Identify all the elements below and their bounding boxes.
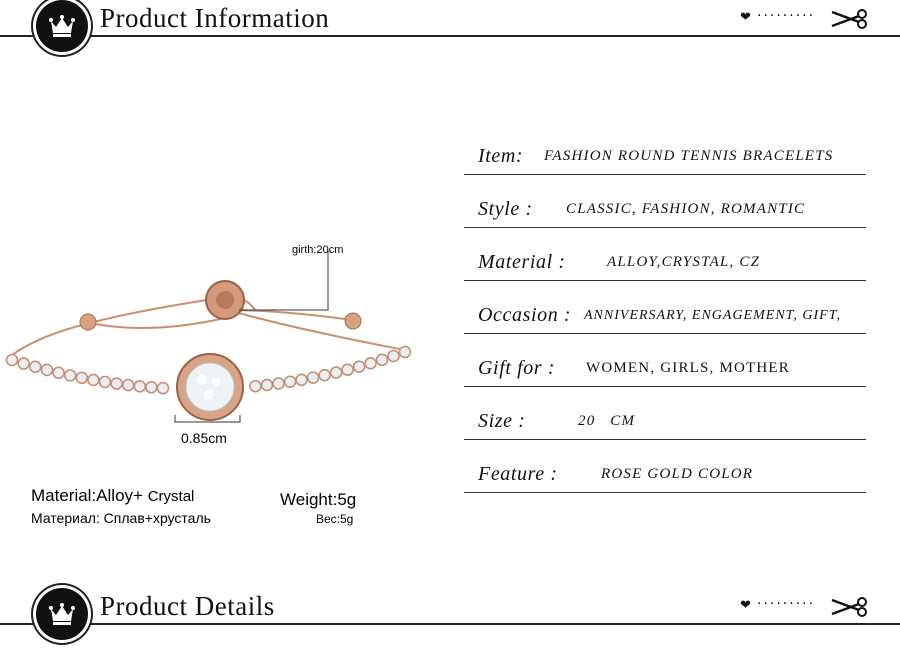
info-value: CLASSIC, FASHION, ROMANTIC: [566, 201, 806, 217]
heart-icon: ❤: [740, 598, 751, 613]
crystal-stone: [17, 357, 30, 370]
info-label: Size :: [478, 410, 526, 432]
crystal-stone: [318, 368, 331, 382]
section-title: Product Details: [100, 591, 281, 622]
crown-icon: [49, 603, 75, 625]
crystal-stone: [272, 377, 285, 390]
crystal-stone: [364, 357, 377, 370]
crystal-stone: [306, 371, 320, 384]
info-label: Material :: [478, 251, 566, 273]
info-label: Item:: [478, 145, 524, 167]
header-divider: [0, 623, 900, 625]
crystal-stone: [341, 363, 354, 377]
crystal-stone: [87, 373, 100, 387]
crystal-stone: [133, 380, 147, 393]
dotted-line: ·········: [757, 8, 816, 24]
crystal-stone: [249, 379, 262, 393]
header-product-details: Product Details ❤ ·········: [0, 588, 900, 648]
dotted-line: ·········: [757, 596, 816, 612]
crystal-stone: [75, 371, 89, 385]
crown-badge: [36, 0, 88, 52]
info-label: Feature :: [478, 463, 558, 485]
decoration: ❤ ·········: [740, 8, 870, 30]
crystal-stone: [5, 353, 19, 367]
info-value: ANNIVERSARY, ENGAGEMENT, GIFT,: [584, 308, 841, 323]
crystal-stone: [260, 378, 274, 392]
header-divider: [0, 35, 900, 37]
material-ru: Материал: Сплав+хрусталь: [31, 510, 211, 526]
scissors-icon: [831, 9, 867, 29]
crystal-stone: [98, 375, 112, 389]
info-label: Gift for :: [478, 357, 556, 379]
info-label: Occasion :: [478, 304, 572, 326]
crystal-stone: [375, 353, 389, 367]
crown-badge: [36, 588, 88, 640]
crystal-stones: [5, 345, 412, 395]
info-value: ALLOY,CRYSTAL, CZ: [607, 254, 761, 270]
info-row-item: Item: FASHION ROUND TENNIS BRACELETS: [464, 134, 866, 175]
crystal-stone: [398, 345, 412, 359]
info-value: 20 CM: [578, 413, 636, 429]
info-value: ROSE GOLD COLOR: [601, 466, 754, 482]
material-en-b: Crystal: [147, 488, 195, 505]
crystal-stone: [387, 349, 400, 363]
crystal-stone: [52, 366, 65, 380]
crown-icon: [49, 15, 75, 37]
weight-ru: Вес:5g: [316, 512, 354, 526]
product-photo: girth:20cm 0.85cm Material:Alloy+ Crysta…: [0, 160, 440, 540]
info-row-gift-for: Gift for : WOMEN, GIRLS, MOTHER: [464, 346, 866, 387]
info-value: WOMEN, GIRLS, MOTHER: [586, 360, 790, 376]
crystal-stone: [295, 373, 308, 387]
heart-icon: ❤: [740, 10, 751, 25]
scissors-icon: [831, 597, 867, 617]
info-label: Style :: [478, 198, 533, 220]
section-title: Product Information: [100, 3, 336, 34]
crystal-stone: [110, 377, 123, 390]
crystal-stone: [156, 381, 170, 395]
girth-label: girth:20cm: [292, 244, 344, 256]
decoration: ❤ ·········: [740, 596, 870, 618]
material-en: Material:Alloy+ Crystal: [31, 486, 194, 506]
info-row-material: Material : ALLOY,CRYSTAL, CZ: [464, 240, 866, 281]
weight-en: Weight:5g: [280, 490, 357, 509]
crystal-stone: [121, 378, 135, 392]
crystal-stone: [283, 375, 297, 389]
bracelet-illustration: [5, 250, 412, 423]
crystal-stone: [63, 369, 77, 382]
info-row-feature: Feature : ROSE GOLD COLOR: [464, 452, 866, 493]
info-row-size: Size : 20 CM: [464, 399, 866, 440]
crystal-stone: [145, 381, 158, 394]
crystal-stone: [40, 363, 54, 377]
info-value: FASHION ROUND TENNIS BRACELETS: [544, 148, 834, 164]
info-row-style: Style : CLASSIC, FASHION, ROMANTIC: [464, 187, 866, 228]
material-en-a: Material:Alloy+: [31, 486, 143, 505]
crystal-stone: [352, 360, 366, 373]
header-product-information: Product Information ❤ ·········: [0, 0, 900, 60]
info-row-occasion: Occasion : ANNIVERSARY, ENGAGEMENT, GIFT…: [464, 293, 866, 334]
crystal-stone: [329, 366, 343, 379]
crystal-stone: [28, 360, 42, 374]
diameter-label: 0.85cm: [181, 430, 227, 446]
